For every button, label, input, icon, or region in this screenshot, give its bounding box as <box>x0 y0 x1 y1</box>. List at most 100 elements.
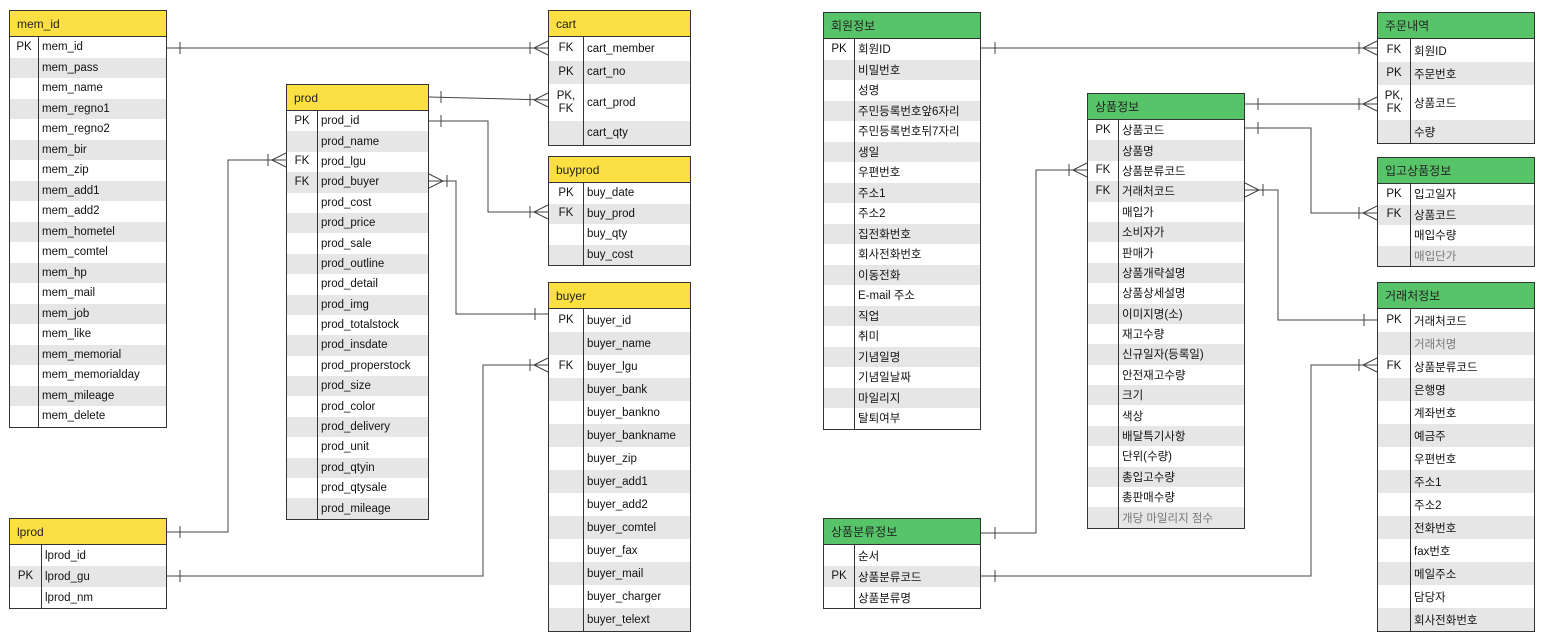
field-row: prod_mileage <box>287 498 428 519</box>
field-name: 집전화번호 <box>858 228 911 241</box>
key-label <box>1378 516 1410 539</box>
field-name: 우편번호 <box>1414 453 1457 466</box>
entity-title: 입고상품정보 <box>1378 158 1534 184</box>
crowfoot-marker <box>1362 47 1378 56</box>
field-name: 마일리지 <box>858 392 901 405</box>
field-row: 배달특기사항 <box>1088 425 1244 447</box>
field-name: 신규일자(등록일) <box>1122 349 1204 362</box>
field-row: 탈퇴여부 <box>824 408 980 429</box>
entity-title: 거래처정보 <box>1378 283 1534 309</box>
field-row: 단위(수량) <box>1088 446 1244 466</box>
key-label: PK <box>831 42 847 55</box>
field-row: PK, FK 상품코드 <box>1378 85 1534 120</box>
field-row: 개당 마일리지 점수 <box>1088 507 1244 528</box>
field-name: prod_outline <box>321 257 385 270</box>
field-row: mem_hometel <box>10 221 166 242</box>
key-label <box>287 193 317 213</box>
field-name: prod_name <box>321 135 380 148</box>
key-divider <box>1410 39 1411 143</box>
field-name: 우편번호 <box>858 167 901 180</box>
field-name: 직업 <box>858 310 880 323</box>
key-label <box>1088 140 1118 160</box>
key-label <box>824 60 854 81</box>
field-name: buyer_bankname <box>587 429 676 442</box>
relationship-line <box>429 120 548 213</box>
field-row: mem_mileage <box>10 385 166 406</box>
key-label <box>10 242 38 263</box>
key-label <box>1088 344 1118 364</box>
key-divider <box>38 37 39 427</box>
field-row: 주소2 <box>1378 493 1534 516</box>
entity-title: buyprod <box>549 157 690 183</box>
field-row: prod_totalstock <box>287 315 428 335</box>
field-name: prod_qtysale <box>321 482 387 495</box>
crowfoot-marker <box>1362 103 1378 112</box>
key-label <box>549 378 583 401</box>
field-name: prod_img <box>321 298 369 311</box>
field-name: 기념일명 <box>858 351 901 364</box>
field-row: buyer_charger <box>549 585 690 608</box>
key-label: PK, FK <box>1384 89 1404 115</box>
field-row: 주민등록번호앞6자리 <box>824 100 980 122</box>
field-name: mem_pass <box>42 61 99 74</box>
field-name: prod_lgu <box>321 155 366 168</box>
key-label: FK <box>558 207 574 220</box>
field-name: prod_totalstock <box>321 319 399 332</box>
key-label <box>1378 562 1410 585</box>
field-name: 회원ID <box>1414 45 1447 58</box>
key-label <box>1378 332 1410 355</box>
field-name: mem_mileage <box>42 389 115 402</box>
key-label: FK <box>1386 360 1402 372</box>
field-row: prod_qtysale <box>287 478 428 498</box>
field-name: mem_name <box>42 82 103 95</box>
field-name: 메일주소 <box>1414 568 1457 581</box>
field-name: mem_zip <box>42 164 89 177</box>
field-name: buyer_zip <box>587 452 637 465</box>
field-name: 상품명 <box>1122 145 1154 158</box>
crowfoot-marker <box>533 92 549 101</box>
field-row: 집전화번호 <box>824 223 980 244</box>
field-name: 매입가 <box>1122 206 1154 219</box>
relationship-line <box>167 364 548 577</box>
field-name: 상품코드 <box>1414 97 1457 110</box>
field-row: 매입수량 <box>1378 225 1534 246</box>
key-label <box>10 263 38 284</box>
key-label <box>824 162 854 183</box>
key-label <box>549 447 583 470</box>
key-divider <box>1118 120 1119 528</box>
entity-title: buyer <box>549 283 690 309</box>
key-label <box>824 101 854 122</box>
key-label: PK <box>558 314 574 326</box>
key-label <box>10 304 38 325</box>
key-label <box>10 545 41 566</box>
field-row: prod_img <box>287 294 428 315</box>
field-name: cart_qty <box>587 126 628 139</box>
field-row: mem_like <box>10 324 166 345</box>
field-name: 회원ID <box>858 44 891 57</box>
field-name: 상품분류코드 <box>1122 165 1186 178</box>
key-label <box>1088 263 1118 283</box>
field-row: prod_color <box>287 396 428 416</box>
relationship-line <box>1245 127 1377 214</box>
field-name: mem_add2 <box>42 205 100 218</box>
key-label: PK <box>558 186 574 199</box>
